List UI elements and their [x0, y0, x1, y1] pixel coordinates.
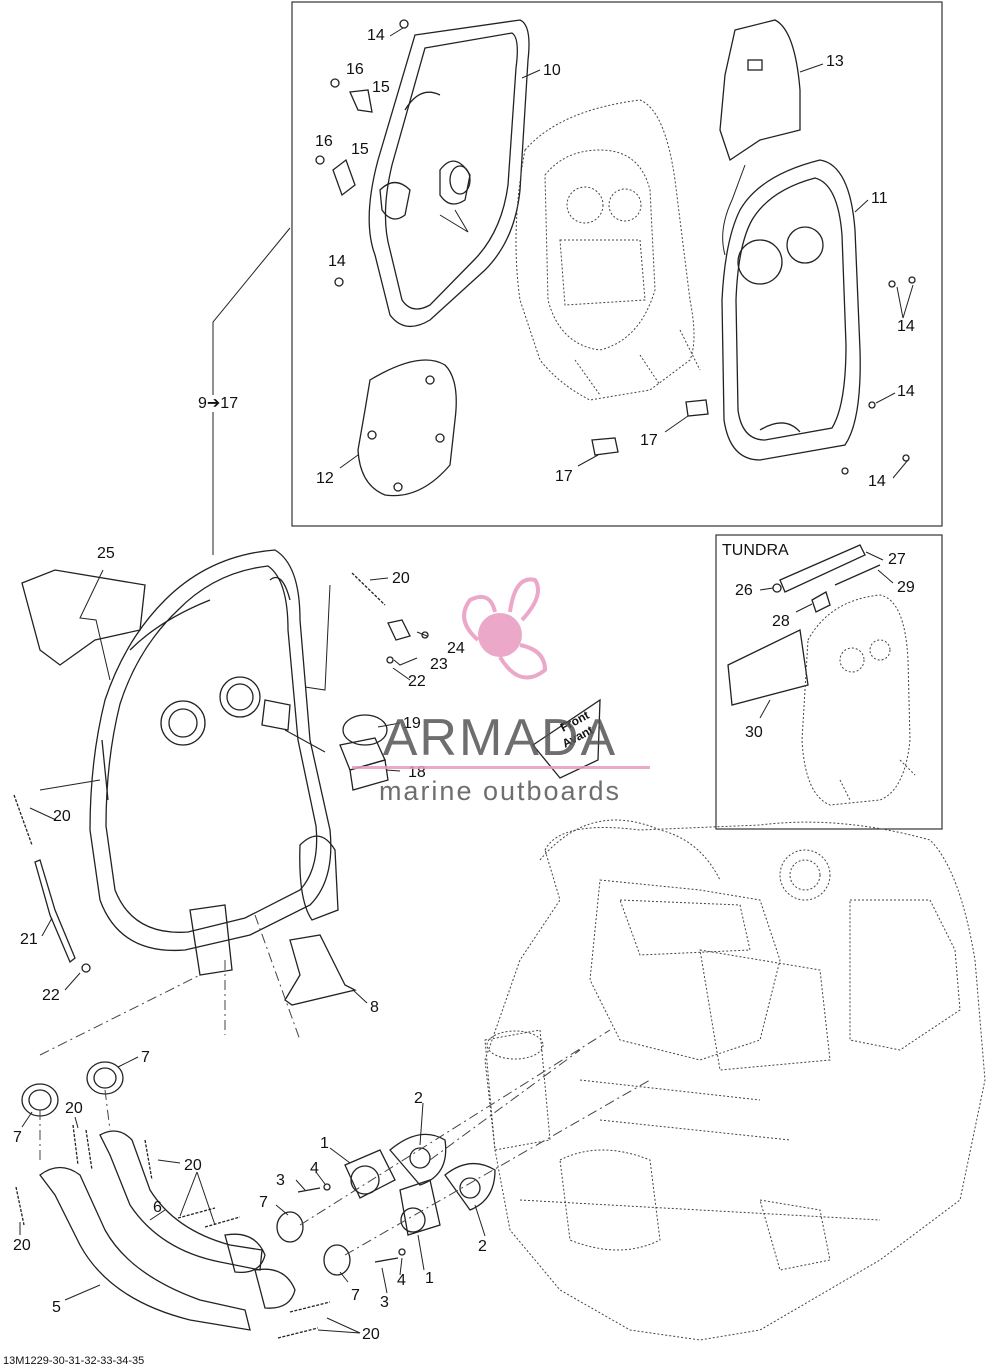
- callout-24: 24: [447, 640, 465, 657]
- callout-20-upper: 20: [392, 570, 410, 587]
- shield-plate-25: [21, 569, 146, 666]
- callout-3-lower: 3: [380, 1294, 389, 1311]
- callout-14-left: 14: [328, 253, 346, 270]
- callout-14-top: 14: [367, 27, 385, 44]
- middle-leaders: [29, 569, 428, 1004]
- callout-7-lower: 7: [351, 1287, 360, 1304]
- callout-20-bottom-d: 20: [362, 1326, 380, 1343]
- callout-20-bottom-c: 20: [13, 1237, 31, 1254]
- callout-27: 27: [888, 551, 906, 568]
- callout-4-upper: 4: [310, 1160, 319, 1177]
- callout-14-right-c: 14: [868, 473, 886, 490]
- callout-5: 5: [52, 1299, 61, 1316]
- engine-ghost: [484, 819, 986, 1341]
- callout-17-left: 17: [555, 468, 573, 485]
- tundra-inset-label: TUNDRA: [722, 542, 789, 559]
- muffler-cover-part: [368, 19, 530, 327]
- watermark-rule: [352, 766, 650, 769]
- small-hardware: [315, 19, 916, 475]
- callout-25: 25: [97, 545, 115, 562]
- callout-13: 13: [826, 53, 844, 70]
- callout-28: 28: [772, 613, 790, 630]
- callout-21: 21: [20, 931, 38, 948]
- callout-3-upper: 3: [276, 1172, 285, 1189]
- heat-shield-plate: [357, 359, 457, 497]
- dashed-alignment-line: [39, 914, 301, 1056]
- rubber-block-parts: [591, 399, 709, 456]
- callout-15-mid: 15: [351, 141, 369, 158]
- inner-muffler-shell: [721, 159, 861, 461]
- callout-7-upper-left: 7: [13, 1129, 22, 1146]
- callout-23: 23: [430, 656, 448, 673]
- grommet-parts: [339, 714, 389, 791]
- callout-12: 12: [316, 470, 334, 487]
- callout-11: 11: [871, 190, 888, 207]
- springs-and-brackets: [13, 572, 429, 1006]
- callout-14-right-b: 14: [897, 383, 915, 400]
- watermark-tagline: marine outboards: [379, 776, 621, 806]
- callout-8: 8: [370, 999, 379, 1016]
- callout-20-left: 20: [53, 808, 71, 825]
- callout-22-upper: 22: [408, 673, 426, 690]
- flow-label: 9➔17: [198, 395, 238, 412]
- gasket-slot: [747, 59, 763, 71]
- callout-29: 29: [897, 579, 915, 596]
- callout-1-upper: 1: [320, 1135, 329, 1152]
- callout-7-mid: 7: [259, 1194, 268, 1211]
- callout-7-upper-right: 7: [141, 1049, 150, 1066]
- muffler-assembly: [89, 549, 339, 976]
- watermark-brand: ARMADA: [383, 709, 617, 767]
- callout-16-top: 16: [346, 61, 364, 78]
- tundra-inset-frame: [715, 534, 943, 830]
- callout-4-lower: 4: [397, 1272, 406, 1289]
- callout-2-upper: 2: [414, 1090, 423, 1107]
- bottom-springs: [15, 1124, 331, 1339]
- exhaust-manifolds: [21, 1061, 496, 1331]
- callout-20-bottom-b: 20: [184, 1157, 202, 1174]
- callout-19: 19: [403, 715, 421, 732]
- propeller-logo: [462, 577, 548, 680]
- gasket-plate: [719, 19, 801, 162]
- callout-6: 6: [153, 1199, 162, 1216]
- callout-14-right-a: 14: [897, 318, 915, 335]
- callout-15-top: 15: [372, 79, 390, 96]
- callout-10: 10: [543, 62, 561, 79]
- callout-30: 30: [745, 724, 763, 741]
- upper-detail-frame: [291, 1, 943, 527]
- reference-code: 13M1229-30-31-32-33-34-35: [3, 1355, 144, 1367]
- muffler-body-ghost: [515, 99, 701, 401]
- heat-shield-holes: [367, 375, 445, 492]
- bottom-leaders: [19, 1056, 486, 1334]
- callout-26: 26: [735, 582, 753, 599]
- tundra-parts: [727, 544, 916, 806]
- armada-watermark: ARMADA marine outboards: [352, 577, 650, 806]
- upper-leaders: [212, 27, 914, 555]
- bottom-alignment-lines: [39, 1029, 651, 1256]
- callout-22-lower: 22: [42, 987, 60, 1004]
- callout-16-mid: 16: [315, 133, 333, 150]
- callout-17-right: 17: [640, 432, 658, 449]
- callout-2-lower: 2: [478, 1238, 487, 1255]
- callout-1-lower: 1: [425, 1270, 434, 1287]
- callout-20-bottom-a: 20: [65, 1100, 83, 1117]
